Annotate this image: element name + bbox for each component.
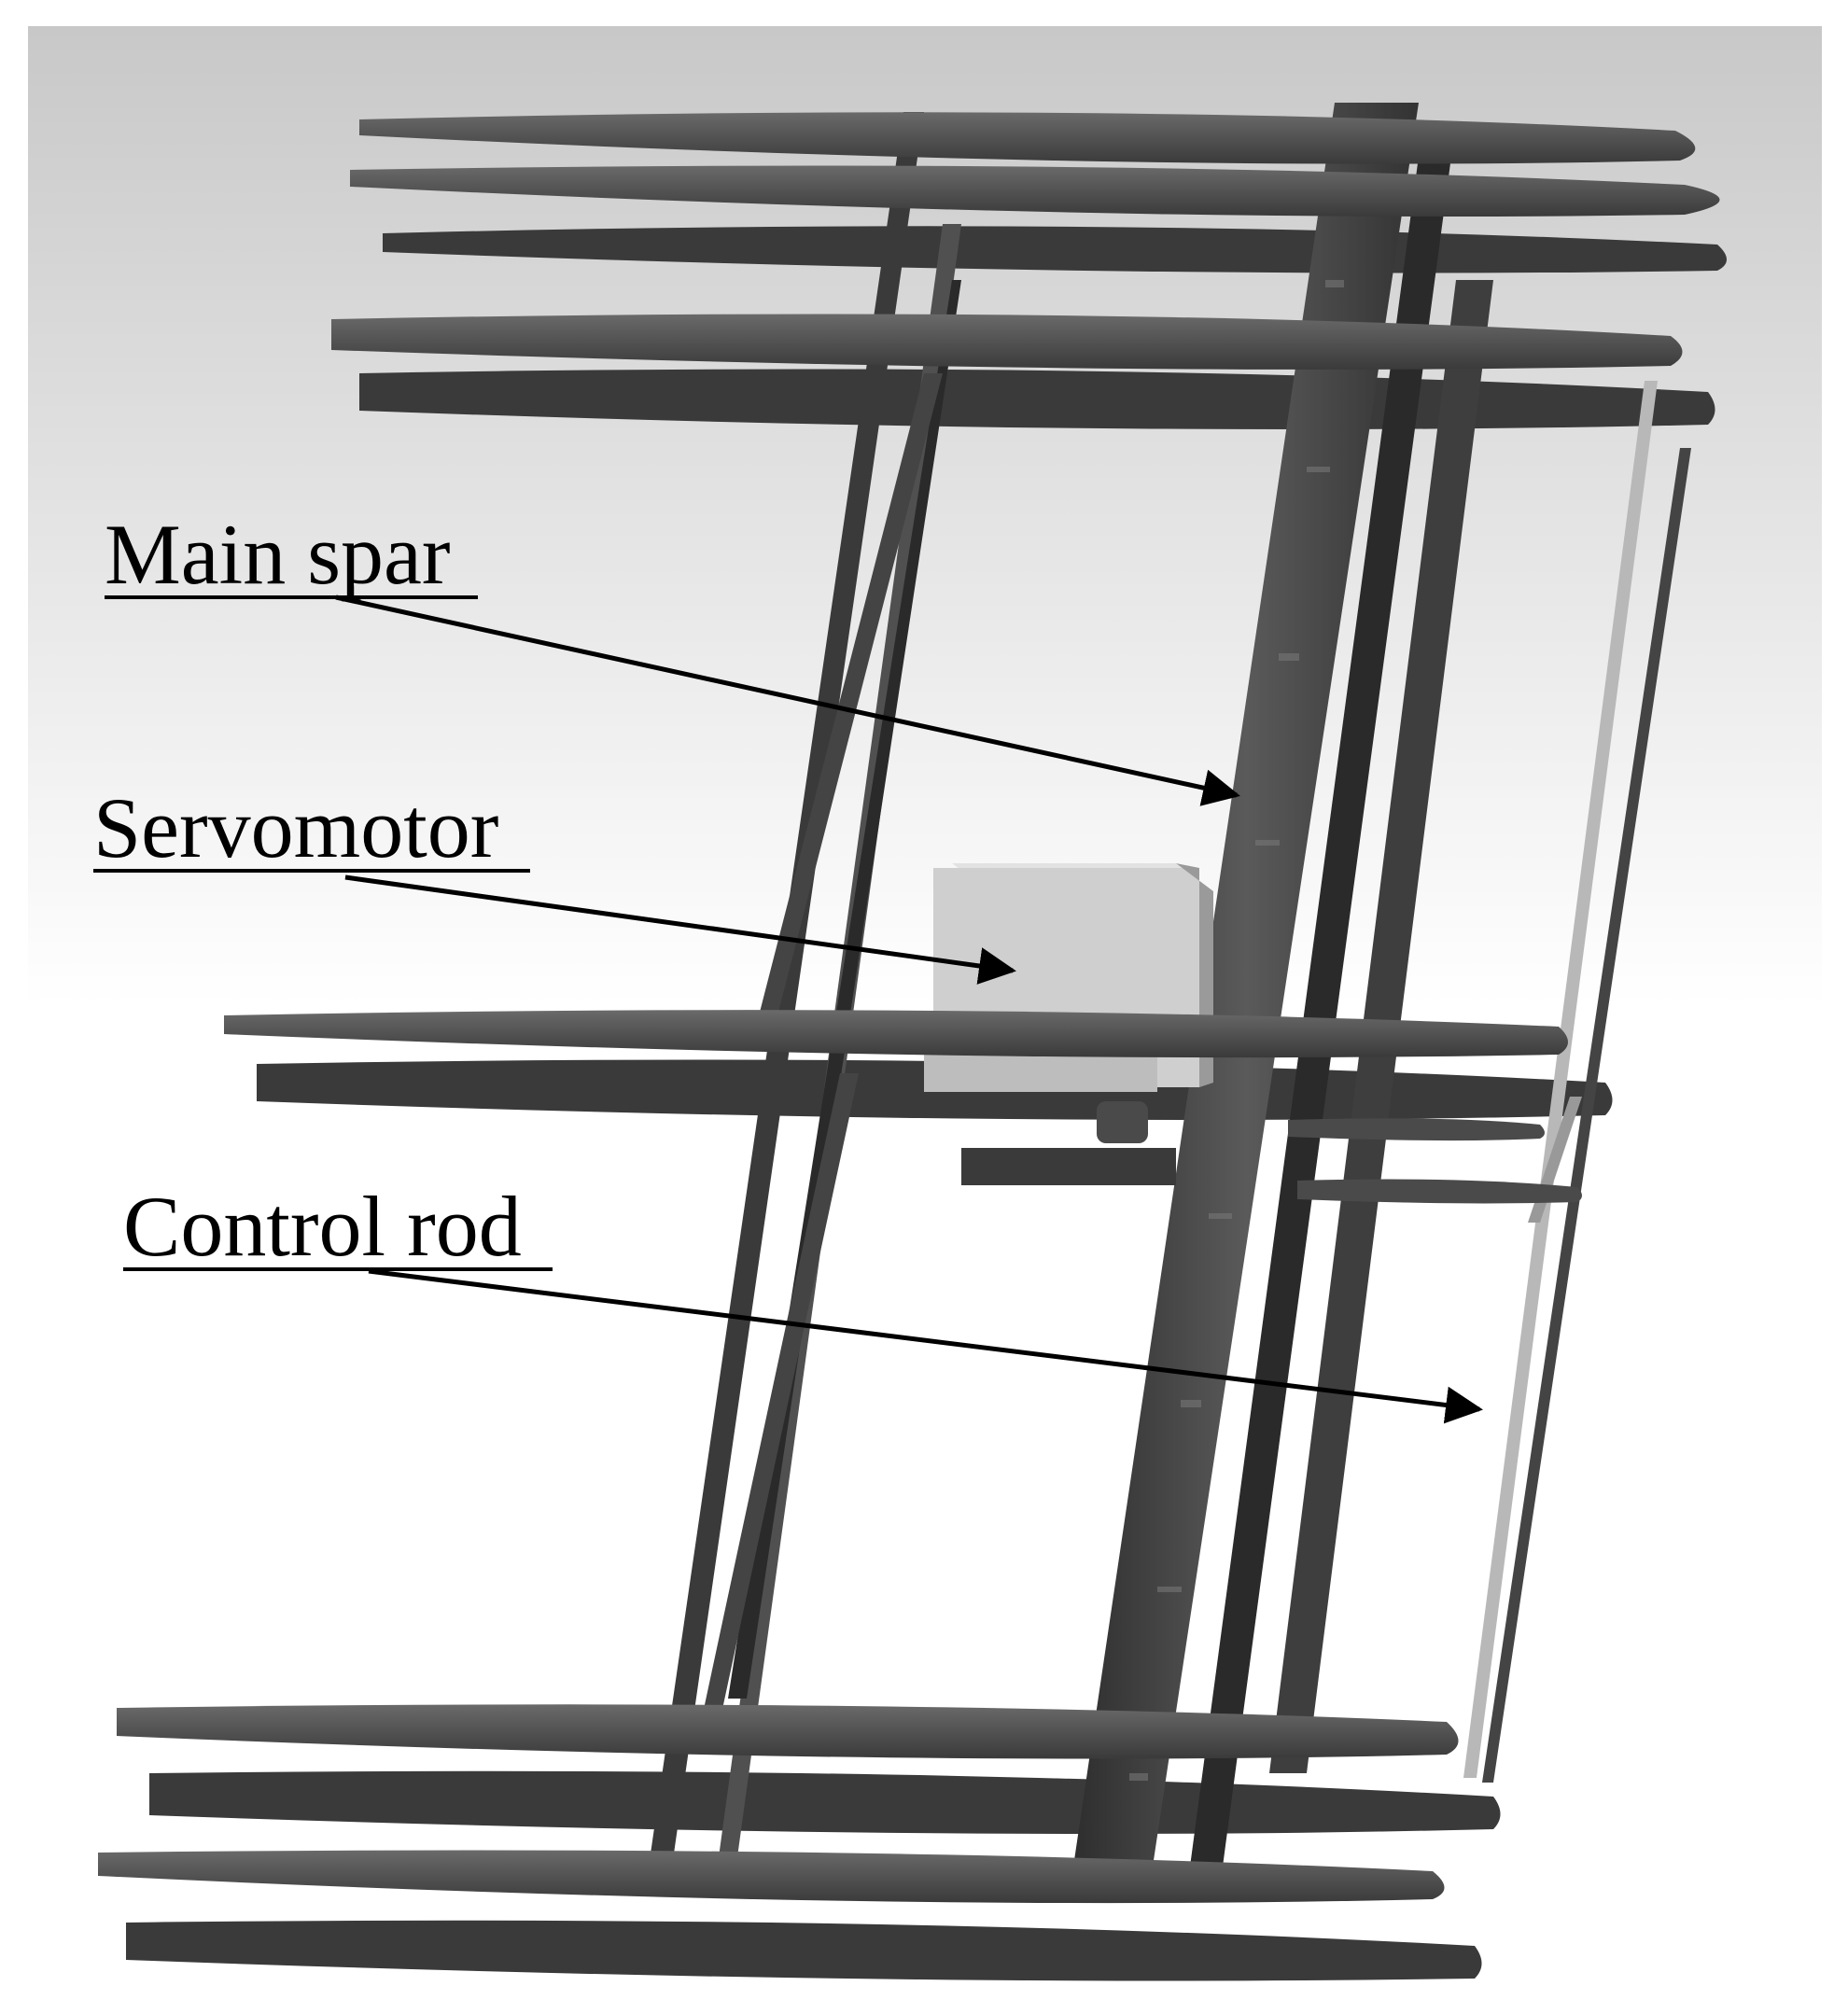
control-rod-body: [1463, 381, 1658, 1778]
rib-4: [224, 1010, 1568, 1058]
main-spar-body: [1073, 103, 1419, 1867]
rib-5: [1288, 1118, 1545, 1141]
rib-8: [98, 1850, 1445, 1904]
control-rod-shadow: [1482, 448, 1691, 1783]
servo-shadow: [961, 1148, 1176, 1185]
rib-2: [350, 165, 1720, 217]
ribs: [98, 112, 1720, 1904]
rib-6: [1297, 1179, 1582, 1204]
labels: Main spar Servomotor Control rod: [93, 507, 553, 1274]
left-web: [700, 373, 943, 1727]
leader-lines: [335, 594, 1483, 1424]
label-control-rod: Control rod: [123, 1179, 522, 1274]
shadow-rib-5: [126, 1920, 1482, 1981]
rear-spar-body: [649, 112, 924, 1867]
label-servomotor: Servomotor: [93, 780, 498, 875]
label-main-spar: Main spar: [105, 507, 450, 602]
rib-7: [117, 1704, 1459, 1759]
rib-3: [331, 314, 1683, 370]
rib-1: [359, 112, 1696, 164]
arrow-control-rod: [368, 1268, 1483, 1424]
arrow-servomotor: [344, 874, 1016, 985]
arrow-main-spar: [335, 594, 1240, 806]
servo-bracket: [1097, 1101, 1148, 1143]
main-spar-back: [1190, 121, 1456, 1867]
